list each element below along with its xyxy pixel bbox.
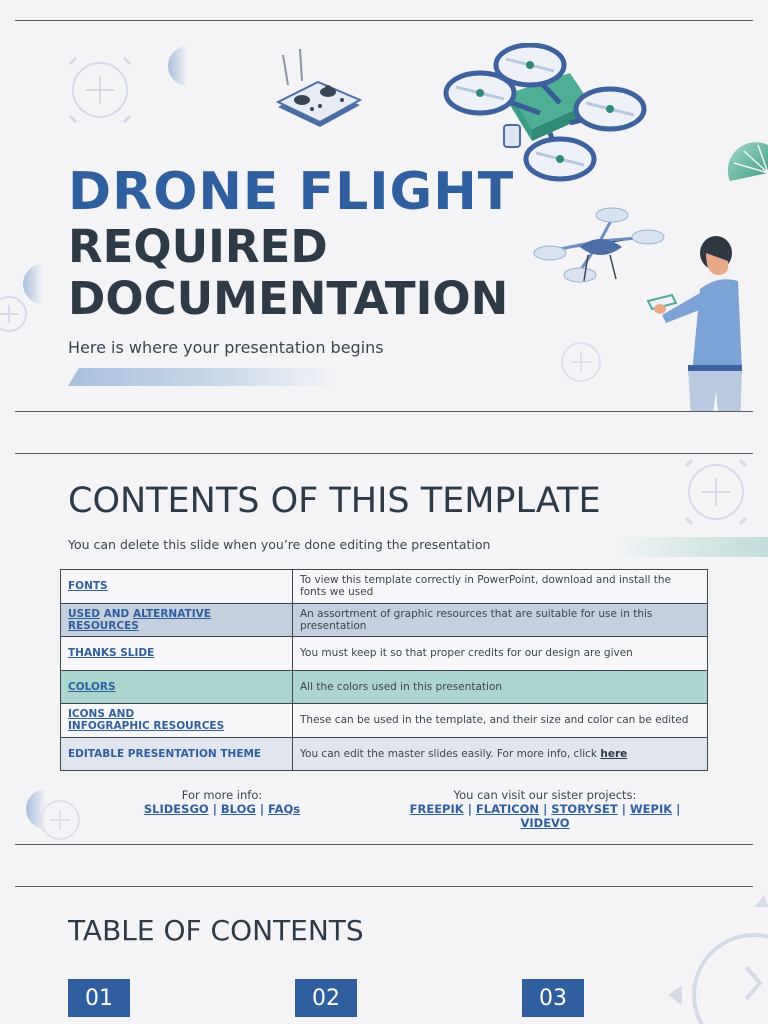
- person-illustration: [646, 236, 742, 411]
- crosshair-icon: [68, 56, 132, 124]
- link-separator: |: [676, 802, 681, 816]
- section-number-badge: 01: [68, 979, 130, 1017]
- table-cell-description: All the colors used in this presentation: [292, 669, 708, 704]
- resources-link[interactable]: RESOURCES: [68, 619, 139, 632]
- remote-controller-illustration: [275, 48, 363, 127]
- title-slide: DRONE FLIGHT REQUIRED DOCUMENTATION Here…: [0, 21, 768, 411]
- table-cell-description: You must keep it so that proper credits …: [292, 636, 708, 671]
- table-cell-description: You can edit the master slides easily. F…: [300, 747, 601, 760]
- slidesgo-link[interactable]: SLIDESGO: [143, 802, 209, 816]
- more-info-block: For more info: SLIDESGO | BLOG | FAQs: [122, 788, 322, 816]
- table-of-contents-slide: TABLE OF CONTENTS 01 02 03: [0, 887, 768, 1024]
- sister-projects-label: You can visit our sister projects:: [453, 788, 637, 802]
- flaticon-link[interactable]: FLATICON: [475, 802, 540, 816]
- table-row: ICONS AND INFOGRAPHIC RESOURCES These ca…: [60, 703, 708, 738]
- table-cell-description: To view this template correctly in Power…: [292, 569, 708, 604]
- crosshair-icon: [0, 296, 27, 332]
- storyset-link[interactable]: STORYSET: [551, 802, 618, 816]
- alternative-resources-link[interactable]: ALTERNATIVE: [132, 607, 211, 620]
- table-row: EDITABLE PRESENTATION THEME You can edit…: [60, 736, 708, 771]
- link-separator: |: [212, 802, 217, 816]
- used-resources-link[interactable]: USED: [68, 607, 100, 620]
- crosshair-icon: [561, 342, 601, 382]
- title-line-1: DRONE FLIGHT: [68, 162, 515, 222]
- icons-link[interactable]: ICONS AND: [68, 708, 135, 721]
- contents-slide: CONTENTS OF THIS TEMPLATE You can delete…: [0, 454, 768, 844]
- slide-separator: [15, 844, 753, 845]
- blog-link[interactable]: BLOG: [220, 802, 256, 816]
- decorative-half-circle: [23, 264, 43, 304]
- table-row: FONTS To view this template correctly in…: [60, 569, 708, 604]
- decorative-fan: [727, 142, 768, 181]
- table-cell-description: An assortment of graphic resources that …: [292, 602, 708, 637]
- thanks-slide-link[interactable]: THANKS SLIDE: [68, 647, 155, 660]
- fonts-link[interactable]: FONTS: [68, 580, 108, 593]
- crosshair-icon: [684, 458, 748, 526]
- section-number-badge: 02: [295, 979, 357, 1017]
- key-connector-text: AND: [99, 607, 133, 620]
- slide-separator: [15, 411, 753, 412]
- infographic-resources-link[interactable]: INFOGRAPHIC RESOURCES: [68, 720, 225, 733]
- section-number-badge: 03: [522, 979, 584, 1017]
- toc-title: TABLE OF CONTENTS: [68, 914, 364, 947]
- link-separator: |: [259, 802, 265, 816]
- decorative-circle-arrow: [668, 895, 768, 1024]
- decorative-half-circle: [168, 46, 188, 86]
- videvo-link[interactable]: VIDEVO: [520, 816, 570, 830]
- title-line-2: REQUIRED: [68, 220, 328, 273]
- link-separator: |: [543, 802, 548, 816]
- drone-illustration: [443, 43, 647, 182]
- sister-projects-block: You can visit our sister projects: FREEP…: [385, 788, 705, 830]
- wepik-link[interactable]: WEPIK: [629, 802, 673, 816]
- resources-table: FONTS To view this template correctly in…: [60, 569, 708, 771]
- slide-separator: [15, 886, 753, 887]
- slide-separator: [15, 453, 753, 454]
- table-row: COLORS All the colors used in this prese…: [60, 669, 708, 704]
- small-drone-illustration: [533, 207, 665, 283]
- table-row: THANKS SLIDE You must keep it so that pr…: [60, 636, 708, 671]
- decorative-gradient-bar: [68, 368, 338, 386]
- more-info-label: For more info:: [181, 788, 263, 802]
- slide-separator-top: [15, 20, 753, 21]
- table-cell-description: These can be used in the template, and t…: [292, 703, 708, 738]
- table-cell-key: EDITABLE PRESENTATION THEME: [60, 736, 293, 771]
- contents-title: CONTENTS OF THIS TEMPLATE: [68, 481, 601, 521]
- link-separator: |: [467, 802, 472, 816]
- decorative-gradient-bar: [612, 537, 768, 557]
- colors-link[interactable]: COLORS: [68, 680, 116, 693]
- crosshair-icon: [40, 800, 80, 840]
- table-row: USED AND ALTERNATIVE RESOURCES An assort…: [60, 602, 708, 637]
- here-link[interactable]: here: [600, 747, 628, 760]
- link-separator: |: [621, 802, 626, 816]
- faqs-link[interactable]: FAQs: [268, 802, 301, 816]
- freepik-link[interactable]: FREEPIK: [409, 802, 464, 816]
- slide-subtitle: Here is where your presentation begins: [68, 338, 384, 357]
- contents-subtitle: You can delete this slide when you’re do…: [68, 537, 491, 552]
- title-line-3: DOCUMENTATION: [68, 272, 509, 325]
